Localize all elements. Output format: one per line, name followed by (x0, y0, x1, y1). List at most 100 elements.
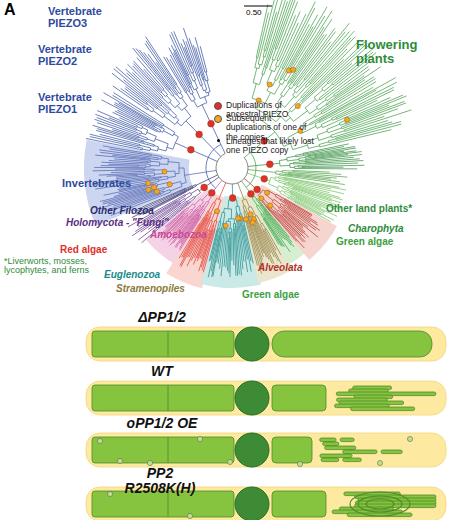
branch (187, 202, 190, 205)
branch (158, 158, 161, 159)
branch (256, 206, 261, 214)
branch (183, 214, 188, 219)
branch (145, 159, 150, 161)
branch (204, 211, 208, 218)
branch (172, 87, 177, 94)
branch (264, 213, 267, 217)
branch (184, 108, 190, 116)
branch (182, 98, 188, 106)
branch (141, 157, 150, 158)
branch (298, 165, 301, 166)
duplication-dot (162, 169, 167, 174)
branch (177, 122, 181, 126)
branch (279, 186, 283, 188)
branch (219, 183, 226, 200)
legend-swatch (214, 102, 222, 110)
vesicle (147, 460, 152, 465)
branch (285, 199, 288, 201)
branch (152, 125, 154, 126)
scale-label: 0.50 (246, 9, 276, 17)
branch (310, 121, 317, 125)
branch (200, 218, 204, 225)
branch (236, 200, 238, 207)
duplication-dot (267, 82, 272, 87)
branch (268, 12, 276, 41)
branch (174, 134, 179, 137)
branch (275, 196, 280, 199)
branch (190, 71, 191, 74)
branch (312, 148, 356, 155)
branch (205, 97, 207, 103)
duplication-dot (291, 67, 296, 72)
branch (206, 67, 207, 71)
branch (263, 231, 264, 233)
branch (130, 126, 137, 129)
duplication-dot (214, 209, 219, 214)
branch (223, 213, 225, 224)
duplication-dot (196, 131, 203, 138)
branch (114, 191, 138, 197)
branch (279, 182, 285, 184)
branch (295, 166, 299, 167)
branch (209, 180, 222, 196)
branch (145, 106, 149, 109)
branch (262, 223, 265, 228)
branch (158, 149, 166, 151)
branch (151, 126, 154, 128)
branch (142, 187, 145, 189)
branch (264, 210, 266, 213)
branch (235, 223, 236, 226)
branch (274, 84, 280, 95)
branch (284, 199, 287, 201)
branch (103, 146, 144, 153)
branch (213, 229, 215, 231)
branch (169, 107, 171, 109)
branch (234, 232, 236, 276)
branch (186, 92, 192, 101)
branch (308, 155, 312, 157)
branch (139, 165, 146, 166)
branch (293, 111, 307, 122)
branch (262, 68, 264, 74)
branch (230, 221, 231, 228)
clade-label: Flowering plants (356, 38, 426, 65)
branch (295, 168, 300, 169)
vesicle (407, 436, 412, 441)
branch (146, 37, 176, 83)
branch (253, 68, 257, 83)
branch (200, 218, 204, 226)
chloroplast (272, 385, 326, 411)
branch (229, 232, 230, 238)
branch (220, 228, 221, 231)
legend-marker (217, 139, 220, 142)
branch (268, 222, 285, 247)
branch (327, 79, 375, 109)
branch (298, 202, 322, 214)
branch (136, 172, 144, 173)
branch (223, 208, 225, 212)
branch (162, 128, 165, 129)
vesicle (107, 491, 112, 496)
branch (104, 93, 158, 124)
vesicle (297, 461, 302, 466)
branch (175, 117, 178, 120)
branch (322, 83, 328, 88)
branch (324, 77, 374, 109)
branch (221, 228, 222, 235)
branch (188, 211, 193, 216)
branch (206, 145, 221, 189)
clade-label: Holomycota - "Fungi" (66, 218, 196, 229)
branch (99, 150, 152, 157)
branch (238, 183, 244, 200)
branch (216, 230, 218, 234)
branch (344, 76, 365, 91)
chloroplast (92, 385, 234, 411)
scale-bar (244, 6, 272, 7)
clade-wedge (254, 185, 337, 260)
branch (328, 81, 332, 84)
branch (301, 163, 358, 165)
branch (204, 203, 209, 210)
branch (265, 222, 279, 245)
branch (308, 156, 312, 158)
branch (192, 94, 195, 100)
